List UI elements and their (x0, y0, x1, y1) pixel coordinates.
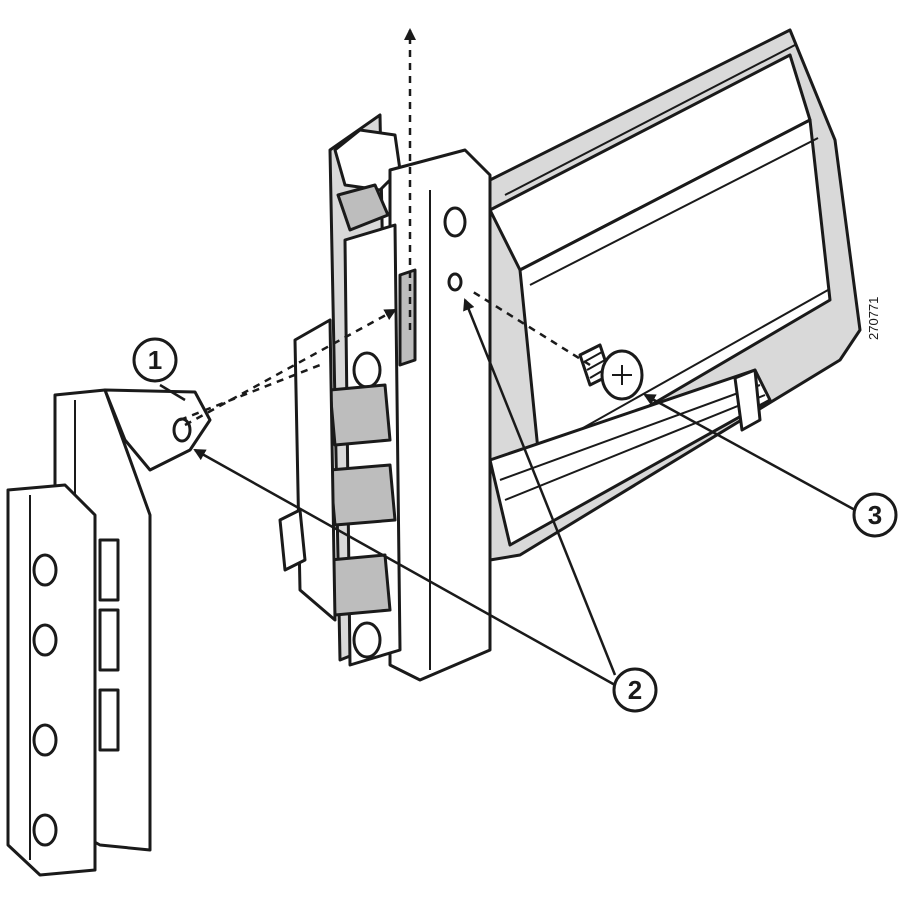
figure-id: 270771 (866, 297, 881, 340)
callout-1-label: 1 (148, 345, 162, 375)
callout-3: 3 (852, 492, 898, 538)
callout-1: 1 (132, 337, 178, 383)
leader-lines (159, 298, 856, 687)
screw (578, 343, 644, 401)
callout-2-label: 2 (628, 675, 642, 705)
callout-2: 2 (612, 667, 658, 713)
alignment-lines (179, 28, 591, 427)
slide-rail (488, 28, 862, 562)
callout-3-label: 3 (868, 500, 882, 530)
front-bracket (6, 388, 212, 877)
vertical-bracket (278, 113, 492, 682)
